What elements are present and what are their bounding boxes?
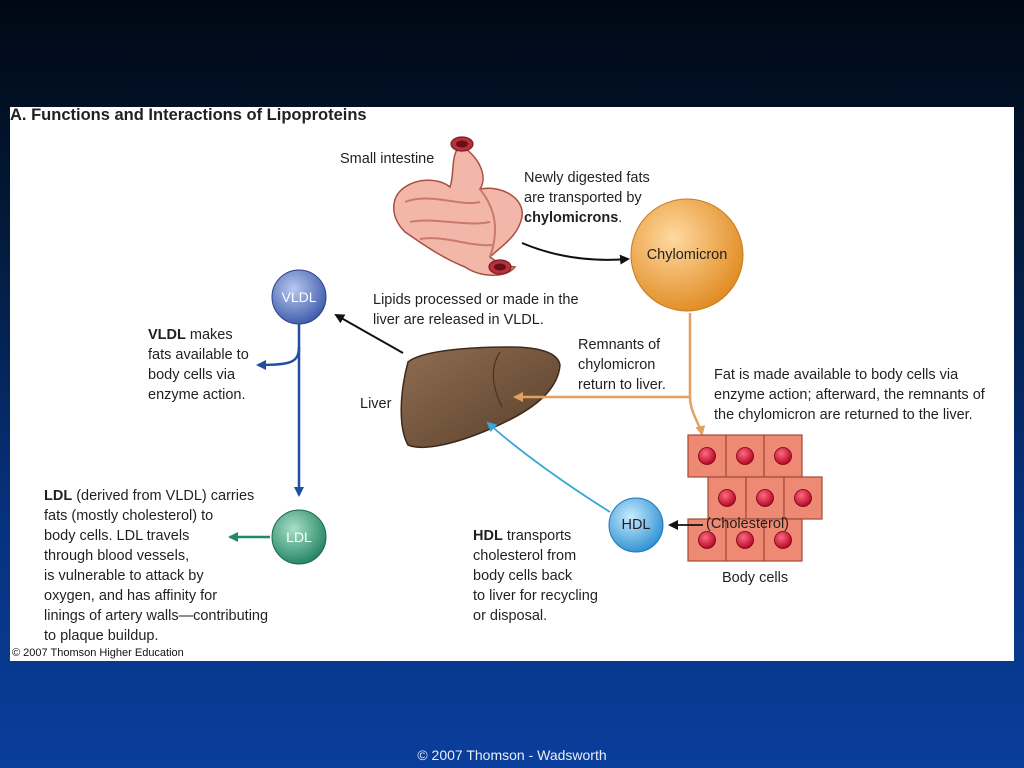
- chylomicron-description: Newly digested fats are transported by c…: [524, 170, 650, 226]
- ldl-sphere: [271, 509, 327, 565]
- slide-footer: © 2007 Thomson - Wadsworth: [417, 747, 607, 763]
- figure-title: A. Functions and Interactions of Lipopro…: [10, 107, 367, 124]
- chylomicron-sphere: [630, 198, 744, 312]
- vldl-description: VLDL makes fats available to body cells …: [148, 327, 249, 403]
- liver-label: Liver: [360, 396, 392, 412]
- cell-nucleus: [736, 447, 754, 465]
- hdl-label: HDL: [621, 517, 651, 533]
- arrow-liver-to-vldl: [334, 314, 404, 354]
- cell-nucleus: [756, 489, 774, 507]
- body-cells-label: Body cells: [722, 570, 789, 586]
- cell-nucleus: [774, 447, 792, 465]
- chylomicron-label: Chylomicron: [646, 247, 728, 263]
- lipids-description: Lipids processed or made in the liver ar…: [373, 292, 579, 328]
- ldl-label: LDL: [286, 529, 312, 545]
- cell-nucleus: [794, 489, 812, 507]
- figure-credit: © 2007 Thomson Higher Education: [12, 647, 184, 659]
- cell-nucleus: [698, 531, 716, 549]
- ldl-description: LDL (derived from VLDL) carries fats (mo…: [44, 488, 269, 644]
- small-intestine-illustration: [393, 136, 523, 276]
- cell-nucleus: [698, 447, 716, 465]
- remnants-description: Remnants of chylomicron return to liver.: [578, 337, 666, 393]
- diagram-canvas: [228, 136, 823, 565]
- figure-panel: A. Functions and Interactions of Lipopro…: [10, 107, 1014, 661]
- cell-nucleus: [774, 531, 792, 549]
- arrow-intestine-to-chylomicron: [521, 242, 630, 265]
- hdl-sphere: [608, 497, 664, 553]
- small-intestine-label: Small intestine: [340, 151, 435, 167]
- cell-nucleus: [736, 531, 754, 549]
- vldl-label: VLDL: [281, 289, 317, 305]
- liver-illustration: [400, 346, 561, 449]
- fat-description: Fat is made available to body cells via …: [714, 367, 985, 423]
- arrow-vldl-to-body-cells: [256, 346, 301, 370]
- hdl-description: HDL transports cholesterol from body cel…: [473, 528, 598, 624]
- arrow-hdl-to-liver: [486, 421, 611, 513]
- body-cells-illustration: [687, 434, 823, 562]
- cholesterol-label: (Cholesterol): [706, 516, 789, 532]
- arrow-chylomicron-to-body-cells: [688, 396, 706, 436]
- cell-nucleus: [718, 489, 736, 507]
